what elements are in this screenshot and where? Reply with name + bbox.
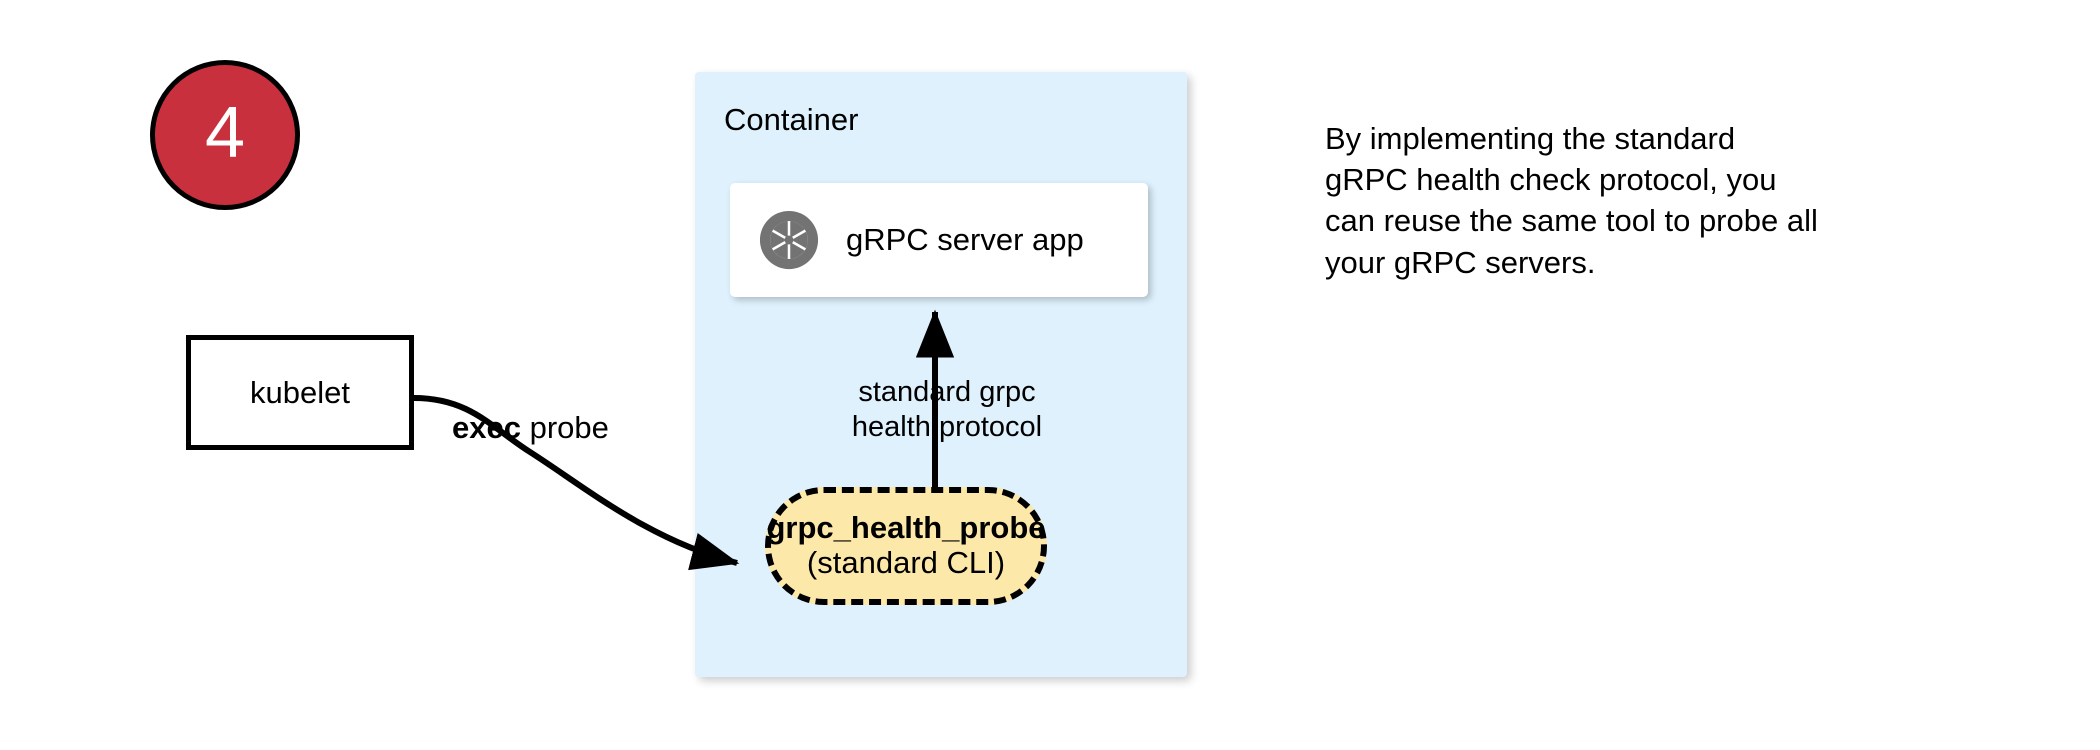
exec-probe-edge xyxy=(413,395,740,571)
grpc-health-probe-subtitle: (standard CLI) xyxy=(806,545,1006,580)
health-protocol-label-line2: health protocol xyxy=(851,411,1043,444)
kubelet-label: kubelet xyxy=(250,374,350,410)
grpc-aperture-icon xyxy=(759,210,819,270)
step-number-label: 4 xyxy=(204,93,246,173)
explanation-note-line4: your gRPC servers. xyxy=(1325,244,1596,280)
health-protocol-label: standard grpc health protocol xyxy=(832,375,1062,446)
explanation-note-line1: By implementing the standard xyxy=(1325,121,1736,156)
grpc-server-app-card: gRPC server app xyxy=(730,183,1148,297)
grpc-health-probe-node: grpc_health_probe (standard CLI) xyxy=(765,487,1047,605)
health-protocol-label-line1: standard grpc xyxy=(858,376,1036,408)
grpc-server-app-label: gRPC server app xyxy=(846,222,1084,257)
grpc-health-probe-title: grpc_health_probe xyxy=(766,510,1046,546)
kubelet-node: kubelet xyxy=(186,335,414,450)
step-number-badge: 4 xyxy=(150,60,300,210)
container-title: Container xyxy=(724,102,859,137)
exec-probe-label: exec probe xyxy=(452,410,609,446)
explanation-note-line3: can reuse the same tool to probe all xyxy=(1325,203,1818,239)
exec-probe-keyword: exec xyxy=(452,410,521,445)
exec-probe-rest: probe xyxy=(520,410,609,445)
explanation-note: By implementing the standard gRPC health… xyxy=(1325,118,1945,283)
explanation-note-line2: gRPC health check protocol, you xyxy=(1325,162,1777,198)
